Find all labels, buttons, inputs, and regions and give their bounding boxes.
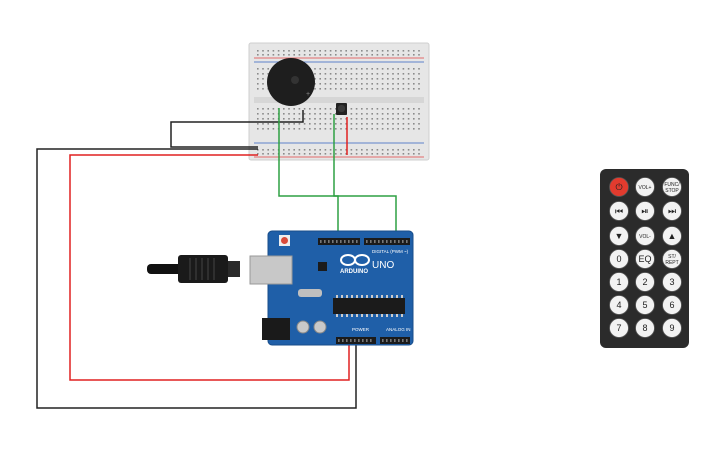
arduino-brand-label: ARDUINO xyxy=(340,269,368,275)
remote-button-five[interactable]: 5 xyxy=(635,295,655,315)
remote-button-one[interactable]: 1 xyxy=(609,272,629,292)
remote-button-label: ⏮ xyxy=(615,206,623,216)
wire-black-buzzer xyxy=(170,110,304,148)
ir-remote[interactable]: ⏻ VOL+ FUNC/STOP ⏮ ⏯ ⏭ ▼ VOL- ▲ 0 EQ ST/REPT 1 2 3 4 5 6 7… xyxy=(600,169,689,348)
remote-button-label: 5 xyxy=(642,300,647,310)
wires xyxy=(36,108,397,409)
remote-button-label: REPT xyxy=(665,260,678,266)
wire-black-gnd xyxy=(36,148,357,409)
remote-button-next[interactable]: ⏭ xyxy=(662,201,682,221)
analog-header-label: ANALOG IN xyxy=(386,327,411,332)
wire-red-5v xyxy=(69,154,350,381)
remote-button-eight[interactable]: 8 xyxy=(635,318,655,338)
remote-button-label: ⏻ xyxy=(615,182,622,192)
remote-button-label: 4 xyxy=(616,300,621,310)
remote-button-label: ST/ xyxy=(668,254,676,260)
remote-button-label: 0 xyxy=(616,254,621,264)
remote-button-label: ⏭ xyxy=(668,206,676,216)
remote-button-func-stop[interactable]: FUNC/STOP xyxy=(662,177,682,197)
digital-header-label: DIGITAL (PWM ~) xyxy=(372,249,409,254)
arduino-model-label: UNO xyxy=(372,260,394,271)
wire-green-buzzer xyxy=(278,108,339,237)
remote-button-vol-down[interactable]: VOL- xyxy=(635,226,655,246)
remote-button-up[interactable]: ▲ xyxy=(662,226,682,246)
remote-button-label: 1 xyxy=(616,277,621,287)
remote-button-zero[interactable]: 0 xyxy=(609,249,629,269)
power-header-label: POWER xyxy=(352,327,370,332)
remote-button-vol-up[interactable]: VOL+ xyxy=(635,177,655,197)
remote-button-four[interactable]: 4 xyxy=(609,295,629,315)
remote-button-three[interactable]: 3 xyxy=(662,272,682,292)
remote-button-label: VOL- xyxy=(639,234,651,240)
remote-button-label: VOL+ xyxy=(639,185,652,191)
remote-button-prev[interactable]: ⏮ xyxy=(609,201,629,221)
remote-button-label: STOP xyxy=(665,188,679,194)
remote-button-label: 7 xyxy=(616,323,621,333)
remote-button-six[interactable]: 6 xyxy=(662,295,682,315)
remote-button-label: FUNC/ xyxy=(664,182,680,188)
remote-button-seven[interactable]: 7 xyxy=(609,318,629,338)
remote-button-label: 3 xyxy=(669,277,674,287)
remote-button-nine[interactable]: 9 xyxy=(662,318,682,338)
usb-cable xyxy=(147,255,240,283)
remote-button-label: 9 xyxy=(669,323,674,333)
remote-button-power[interactable]: ⏻ xyxy=(609,177,629,197)
remote-button-st-rept[interactable]: ST/REPT xyxy=(662,249,682,269)
remote-button-label: ▼ xyxy=(615,231,624,241)
ir-receiver[interactable] xyxy=(336,103,347,115)
remote-button-label: ▲ xyxy=(668,231,677,241)
arduino-logo xyxy=(340,254,370,266)
arduino-uno[interactable]: ARDUINO UNO DIGITAL (PWM ~) POWER ANALOG… xyxy=(249,230,414,346)
svg-text:+: + xyxy=(306,91,310,98)
remote-button-play-pause[interactable]: ⏯ xyxy=(635,201,655,221)
wire-green-ir xyxy=(333,114,397,237)
remote-button-label: ⏯ xyxy=(641,206,648,216)
remote-button-down[interactable]: ▼ xyxy=(609,226,629,246)
remote-button-two[interactable]: 2 xyxy=(635,272,655,292)
piezo-buzzer[interactable]: + xyxy=(267,58,315,106)
breadboard[interactable] xyxy=(248,42,430,161)
remote-button-eq[interactable]: EQ xyxy=(635,249,655,269)
remote-button-label: 8 xyxy=(642,323,647,333)
remote-button-label: 2 xyxy=(642,277,647,287)
remote-button-label: EQ xyxy=(638,254,651,264)
remote-button-label: 6 xyxy=(669,300,674,310)
